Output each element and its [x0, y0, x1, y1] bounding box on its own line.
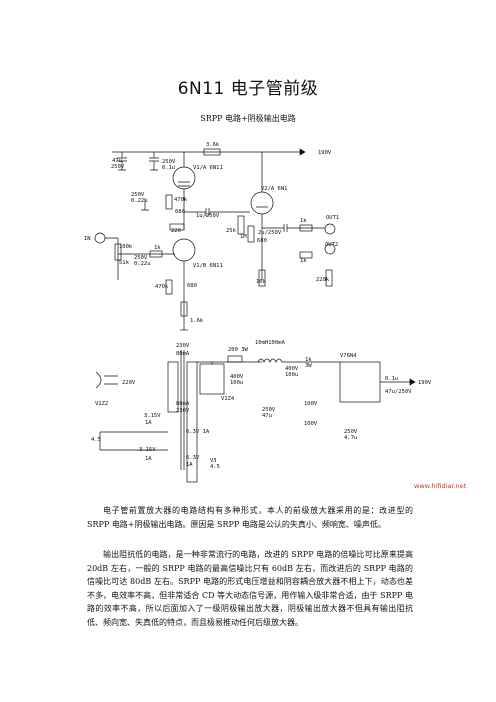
paragraph-2: 输出阻抗低的电路，是一种非常流行的电路，改进的 SRPP 电路的倍噪比可比原来提… [87, 550, 413, 627]
paragraph-1: 电子管前置放大器的电路结构有多种形式，本人的前级放大器采用的是：改进型的 SRP… [87, 506, 413, 529]
svg-text:10k: 10k [256, 279, 267, 285]
svg-text:230V: 230V [176, 343, 190, 349]
svg-text:1u/250V: 1u/250V [196, 213, 220, 219]
out1-label: OUT1 [326, 215, 339, 221]
svg-text:100u: 100u [230, 380, 243, 386]
svg-text:47u/250V: 47u/250V [385, 389, 412, 395]
svg-text:100V: 100V [304, 401, 318, 407]
svg-text:2u/250V: 2u/250V [258, 230, 282, 236]
svg-text:100u: 100u [285, 372, 298, 378]
tube-v1b-label: V1/B 6N11 [193, 263, 223, 269]
svg-text:V1Z4: V1Z4 [221, 396, 235, 402]
svg-text:470k: 470k [155, 284, 169, 290]
svg-text:80mA: 80mA [176, 401, 190, 407]
svg-text:0.22u: 0.22u [131, 198, 148, 204]
svg-text:4.5: 4.5 [91, 437, 101, 443]
choke [257, 358, 283, 363]
transformer-secondary [186, 361, 198, 483]
cap-47u: 47u [112, 158, 122, 164]
svg-text:1A: 1A [145, 456, 152, 462]
svg-text:V76N4: V76N4 [340, 353, 357, 359]
out2-jack [324, 243, 336, 255]
svg-text:10mH100mA: 10mH100mA [255, 340, 285, 346]
svg-text:25k: 25k [226, 228, 237, 234]
svg-text:3.15V: 3.15V [144, 413, 161, 419]
svg-text:230V: 230V [176, 408, 190, 414]
svg-text:220k: 220k [316, 277, 330, 283]
svg-text:400V: 400V [285, 366, 299, 372]
svg-text:6.3V: 6.3V [186, 455, 200, 461]
svg-text:3W: 3W [305, 363, 312, 369]
svg-text:0.1u: 0.1u [385, 376, 398, 382]
res-3-6k: 3.6k [206, 142, 220, 148]
svg-text:250V: 250V [262, 407, 276, 413]
svg-text:220: 220 [171, 228, 181, 234]
supply-arrow [299, 148, 306, 156]
svg-text:1k: 1k [305, 357, 312, 363]
tube-v1a-label: V1/A 6N11 [193, 165, 223, 171]
svg-text:220V: 220V [122, 380, 136, 386]
svg-text:470k: 470k [174, 197, 188, 203]
svg-text:250V: 250V [344, 429, 358, 435]
svg-text:1M: 1M [240, 234, 247, 240]
svg-text:190V: 190V [418, 380, 432, 386]
svg-text:1A: 1A [145, 420, 152, 426]
out1-jack [324, 223, 336, 235]
input-label: IN [84, 236, 91, 242]
svg-text:4.7u: 4.7u [344, 435, 357, 441]
svg-text:51k: 51k [119, 260, 130, 266]
svg-text:250V: 250V [111, 164, 125, 170]
out2-label: OUT2 [325, 242, 338, 248]
tube-v2a-label: V2/A 6N1 [261, 186, 288, 192]
svg-text:80mA: 80mA [176, 351, 190, 357]
svg-text:0.1u: 0.1u [162, 165, 175, 171]
svg-text:4.5: 4.5 [210, 464, 220, 470]
svg-text:680: 680 [175, 209, 185, 215]
watermark: www.hifidiar.net [414, 482, 467, 490]
svg-text:6.3V 1A: 6.3V 1A [186, 429, 210, 435]
cap-250v: 250V [162, 159, 176, 165]
svg-text:200 3W: 200 3W [228, 347, 249, 353]
svg-text:250V: 250V [134, 255, 148, 261]
svg-text:47u: 47u [262, 413, 272, 419]
svg-text:100k: 100k [119, 244, 133, 250]
svg-text:0.22u: 0.22u [134, 261, 151, 267]
svg-text:1A: 1A [186, 462, 193, 468]
transformer-primary [167, 361, 179, 413]
svg-text:400V: 400V [230, 374, 244, 380]
page-subtitle: SRPP 电路+阴极输出电路 [200, 114, 296, 123]
svg-text:V1Z2: V1Z2 [95, 401, 108, 407]
svg-text:1k: 1k [300, 218, 307, 224]
rectifier-tube [199, 363, 225, 395]
svg-text:1k: 1k [300, 258, 307, 264]
svg-text:V3: V3 [210, 458, 217, 464]
svg-text:680: 680 [257, 238, 267, 244]
page-title: 6N11 电子管前级 [177, 79, 319, 99]
svg-text:680: 680 [187, 283, 197, 289]
supply-label: 190V [318, 150, 332, 156]
mains-plug [95, 371, 102, 389]
svg-text:100V: 100V [304, 421, 318, 427]
svg-text:250V: 250V [131, 192, 145, 198]
svg-text:1k: 1k [154, 245, 161, 251]
regulator-tube [339, 361, 381, 403]
svg-text:1.6k: 1.6k [190, 318, 204, 324]
